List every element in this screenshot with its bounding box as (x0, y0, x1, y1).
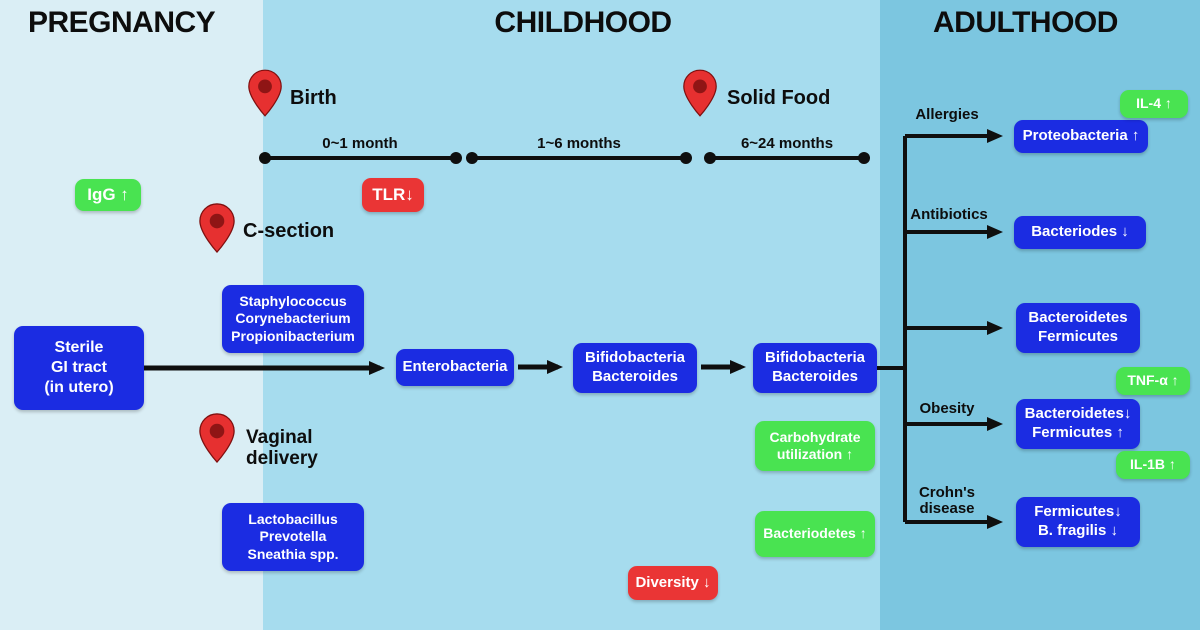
obesity-outcome-box: Bacteroidetes↓ Fermicutes ↑ (1016, 399, 1140, 449)
il1b-badge: IL-1B ↑ (1116, 451, 1190, 479)
tlr-badge: TLR↓ (362, 178, 424, 212)
adulthood-header: ADULTHOOD (933, 6, 1118, 39)
bacteriodetes-up-badge: Bacteriodetes ↑ (755, 511, 875, 557)
proteobacteria-box: Proteobacteria ↑ (1014, 120, 1148, 153)
solid-food-pin-icon (683, 69, 717, 117)
allergies-label: Allergies (915, 106, 979, 123)
obesity-label: Obesity (919, 400, 975, 417)
bacteroidetes-fermicutes-box: Bacteroidetes Fermicutes (1016, 303, 1140, 353)
timeline-segment-3-label: 6~24 months (740, 135, 834, 152)
carbohydrate-utilization-badge: Carbohydrate utilization ↑ (755, 421, 875, 471)
vaginal-delivery-pin-icon (199, 413, 235, 464)
childhood-header: CHILDHOOD (494, 6, 672, 39)
vaginal-delivery-label: Vaginal delivery (246, 427, 318, 469)
diversity-down-badge: Diversity ↓ (628, 566, 718, 600)
c-section-label: C-section (243, 220, 335, 242)
antibiotics-label: Antibiotics (910, 206, 988, 223)
solid-food-label: Solid Food (727, 87, 831, 109)
bifidobacteria-box-2: Bifidobacteria Bacteroides (753, 343, 877, 393)
vaginal-flora-box: Lactobacillus Prevotella Sneathia spp. (222, 503, 364, 571)
c-section-pin-icon (199, 203, 235, 254)
birth-pin-icon (248, 69, 282, 117)
igg-badge: IgG ↑ (75, 179, 141, 211)
il4-badge: IL-4 ↑ (1120, 90, 1188, 118)
sterile-gi-tract-box: Sterile GI tract (in utero) (14, 326, 144, 410)
birth-label: Birth (290, 87, 337, 109)
timeline-segment-1-label: 0~1 month (322, 135, 398, 152)
bifidobacteria-box-1: Bifidobacteria Bacteroides (573, 343, 697, 393)
crohns-outcome-box: Fermicutes↓ B. fragilis ↓ (1016, 497, 1140, 547)
timeline-segment-2-label: 1~6 months (537, 135, 621, 152)
crohns-disease-label: Crohn's disease (918, 484, 976, 518)
enterobacteria-box: Enterobacteria (396, 349, 514, 386)
pregnancy-header: PREGNANCY (28, 6, 216, 39)
c-section-flora-box: Staphylococcus Corynebacterium Propionib… (222, 285, 364, 353)
pregnancy-band (0, 0, 263, 630)
bacteriodes-box: Bacteriodes ↓ (1014, 216, 1146, 249)
tnf-alpha-badge: TNF-α ↑ (1116, 367, 1190, 395)
